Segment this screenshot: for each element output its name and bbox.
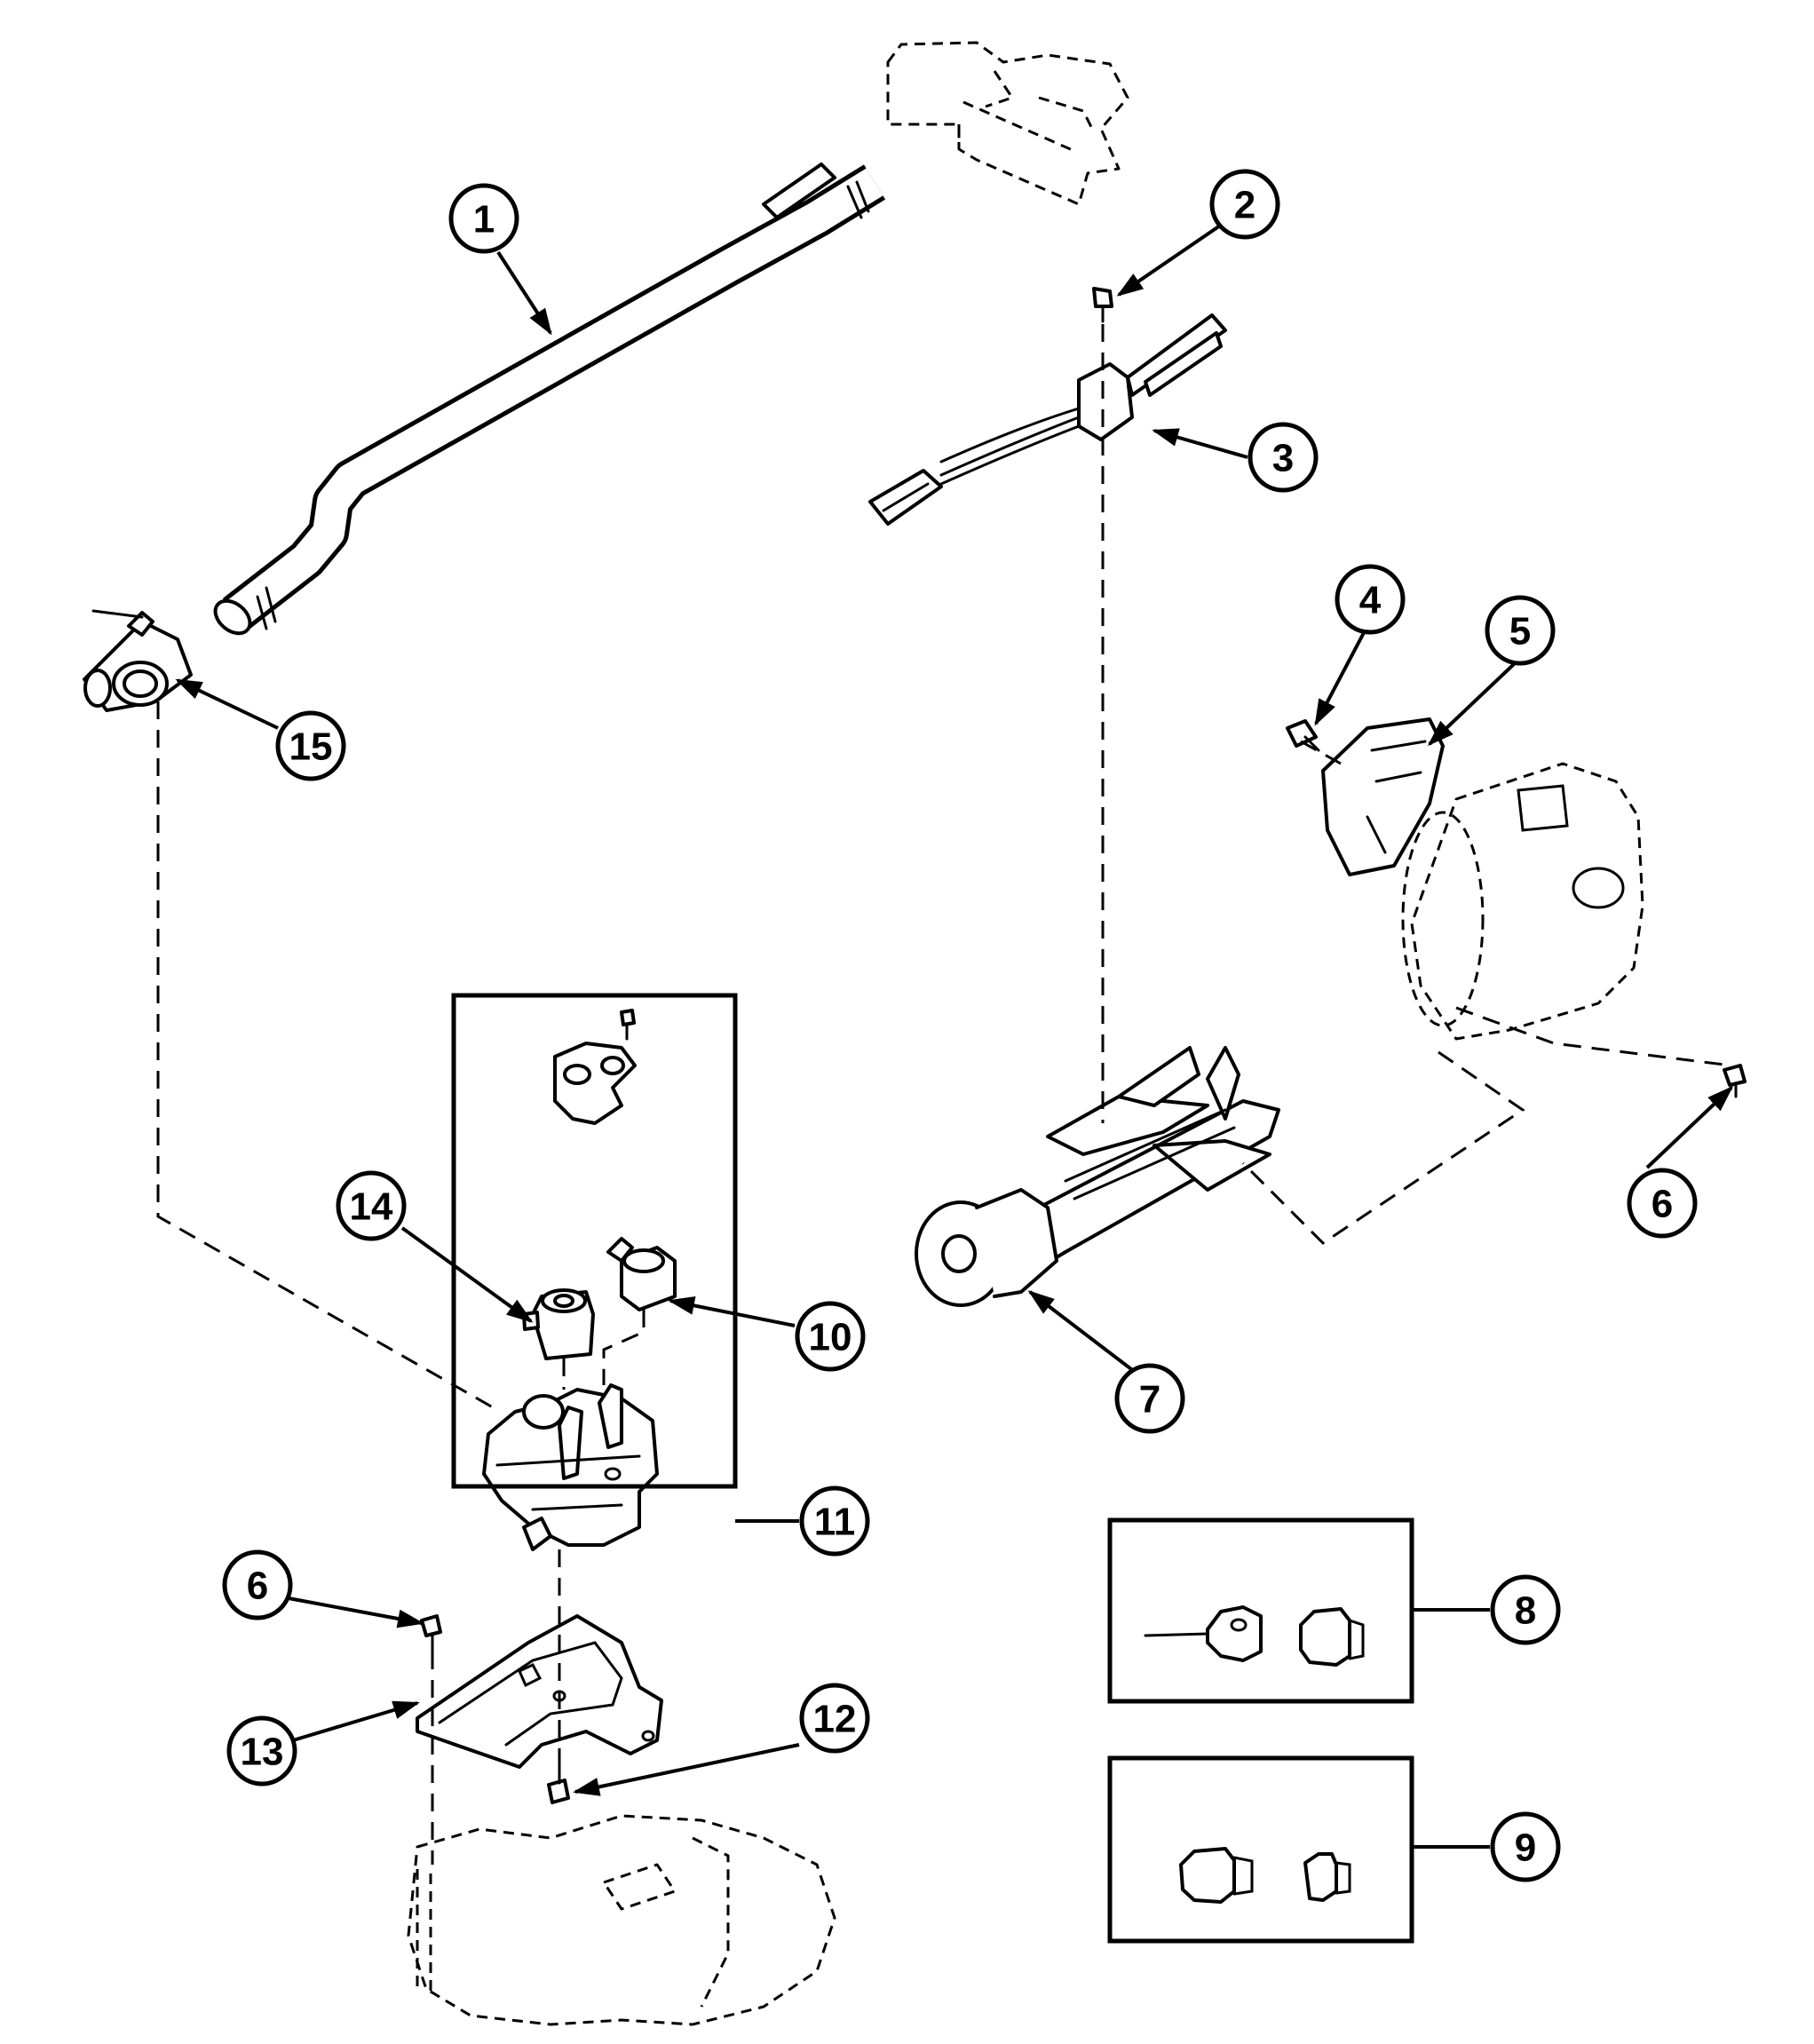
callout-6-right: 6 [1627,1168,1698,1239]
conversion-kit-box-8 [1107,1517,1414,1704]
valve-screw [547,1765,570,1804]
callout-5: 5 [1485,595,1556,666]
ghost-cabinet-bracket [886,41,1129,206]
callout-2: 2 [1209,169,1280,240]
gas-valve-assembly [482,1009,677,1551]
chamber-screw [1723,1064,1747,1098]
callout-label-14: 14 [350,1185,393,1229]
callout-9: 9 [1490,1811,1561,1882]
callout-6-left: 6 [222,1549,293,1620]
callout-label-10: 10 [809,1316,852,1359]
callout-label-15: 15 [289,725,333,769]
callout-label-3: 3 [1272,437,1294,480]
callout-7: 7 [1114,1363,1185,1434]
callout-10: 10 [795,1301,866,1372]
callout-8: 8 [1490,1574,1561,1645]
shutoff-valve [83,609,193,712]
callout-11: 11 [799,1485,870,1557]
callout-label-7: 7 [1139,1378,1160,1422]
callout-4: 4 [1335,564,1406,635]
gas-pipe [213,162,886,636]
callout-label-9: 9 [1515,1826,1536,1870]
callout-label-6-left: 6 [247,1565,268,1608]
leader-lines [175,220,1734,1849]
callout-label-2: 2 [1234,184,1256,227]
sensor-bracket [1321,717,1445,876]
callout-12: 12 [799,1683,870,1754]
valve-mounting-plate [416,1614,663,1769]
ghost-combustion-chamber [1401,762,1644,1041]
conversion-kit-box-9 [1107,1755,1414,1944]
burner-assembly [915,1046,1280,1307]
igniter-screw [1092,287,1113,323]
callout-13: 13 [226,1715,297,1787]
igniter [868,313,1227,526]
callout-label-11: 11 [814,1501,856,1544]
callout-14: 14 [336,1170,407,1241]
callout-label-13: 13 [241,1731,284,1774]
assembly-lines [156,324,1732,1865]
callout-15: 15 [275,710,346,781]
valve-kit-box [451,993,738,1489]
orifice-kit-9 [1179,1847,1351,1904]
callout-1: 1 [448,183,519,254]
plate-screw [420,1614,442,1653]
callout-label-1: 1 [473,198,495,242]
callout-label-12: 12 [813,1698,857,1741]
callout-label-5: 5 [1509,610,1531,654]
callout-3: 3 [1248,422,1319,493]
callout-label-6-right: 6 [1652,1183,1673,1226]
ghost-base [407,1814,836,2026]
sensor-screw [1286,719,1320,752]
lp-orifice-kit-8 [1144,1605,1365,1667]
callout-label-4: 4 [1359,579,1382,622]
callout-label-8: 8 [1515,1589,1536,1633]
